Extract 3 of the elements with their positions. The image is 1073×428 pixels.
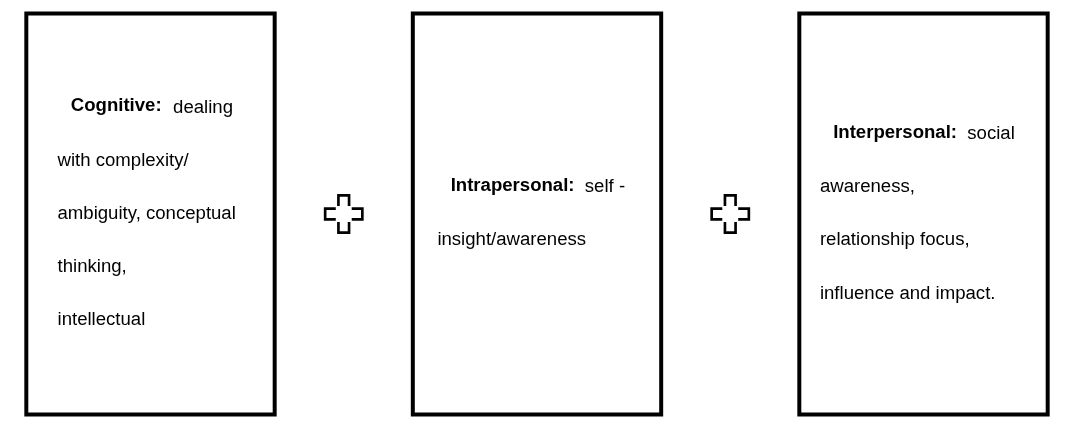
node-box: Interpersonal: social awareness, relationship focus, influence and impact. — [796, 11, 1050, 417]
node-box: Cognitive: dealing with complexity/ ambiguity, conceptual thinking, intellectual — [23, 11, 277, 417]
node-box: Intrapersonal: self - insight/awareness — [410, 11, 663, 417]
